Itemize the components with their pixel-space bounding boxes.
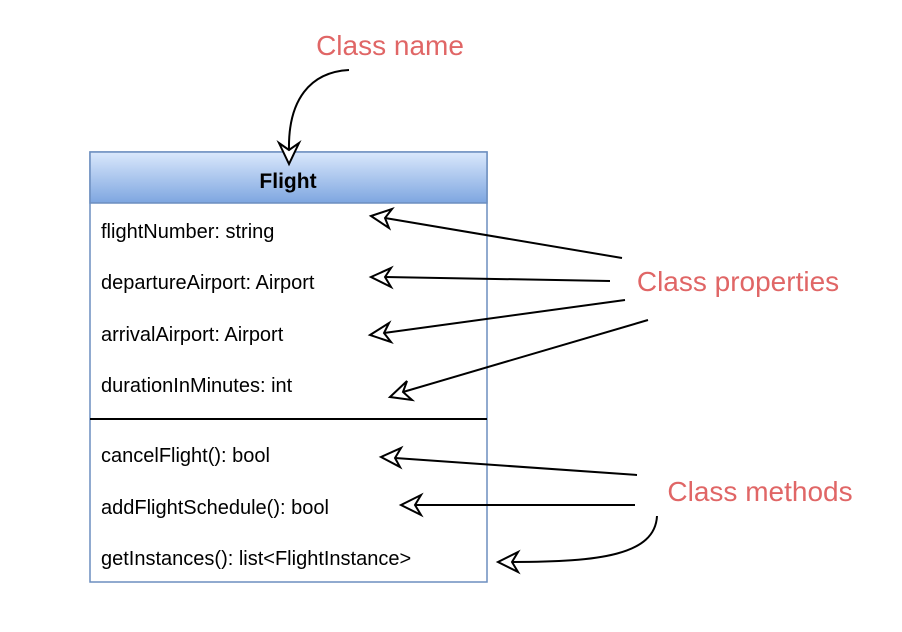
class-name-text: Flight (259, 170, 316, 193)
arrow-to-add-flight-schedule (398, 492, 635, 518)
class-properties-label: Class properties (637, 266, 839, 297)
property-departure-airport: departureAirport: Airport (101, 272, 315, 294)
property-flight-number: flightNumber: string (101, 221, 274, 243)
class-methods-label: Class methods (667, 476, 852, 507)
arrow-to-get-instances (495, 515, 658, 575)
arrow-to-flight-number (368, 207, 623, 259)
class-name-label: Class name (316, 30, 464, 61)
property-duration-in-minutes: durationInMinutes: int (101, 375, 293, 397)
property-arrival-airport: arrivalAirport: Airport (101, 324, 284, 346)
method-arrows (378, 445, 658, 575)
uml-class-box: Flight flightNumber: string departureAir… (89, 151, 488, 583)
method-get-instances: getInstances(): list<FlightInstance> (101, 548, 411, 570)
method-cancel-flight: cancelFlight(): bool (101, 445, 270, 467)
method-add-flight-schedule: addFlightSchedule(): bool (101, 497, 329, 519)
arrow-to-departure-airport (368, 265, 611, 290)
arrow-to-arrival-airport (367, 299, 626, 344)
arrow-to-cancel-flight (378, 445, 638, 476)
property-arrows (367, 207, 649, 402)
arrow-to-duration-in-minutes (387, 319, 649, 402)
class-name-arrow (276, 69, 350, 167)
